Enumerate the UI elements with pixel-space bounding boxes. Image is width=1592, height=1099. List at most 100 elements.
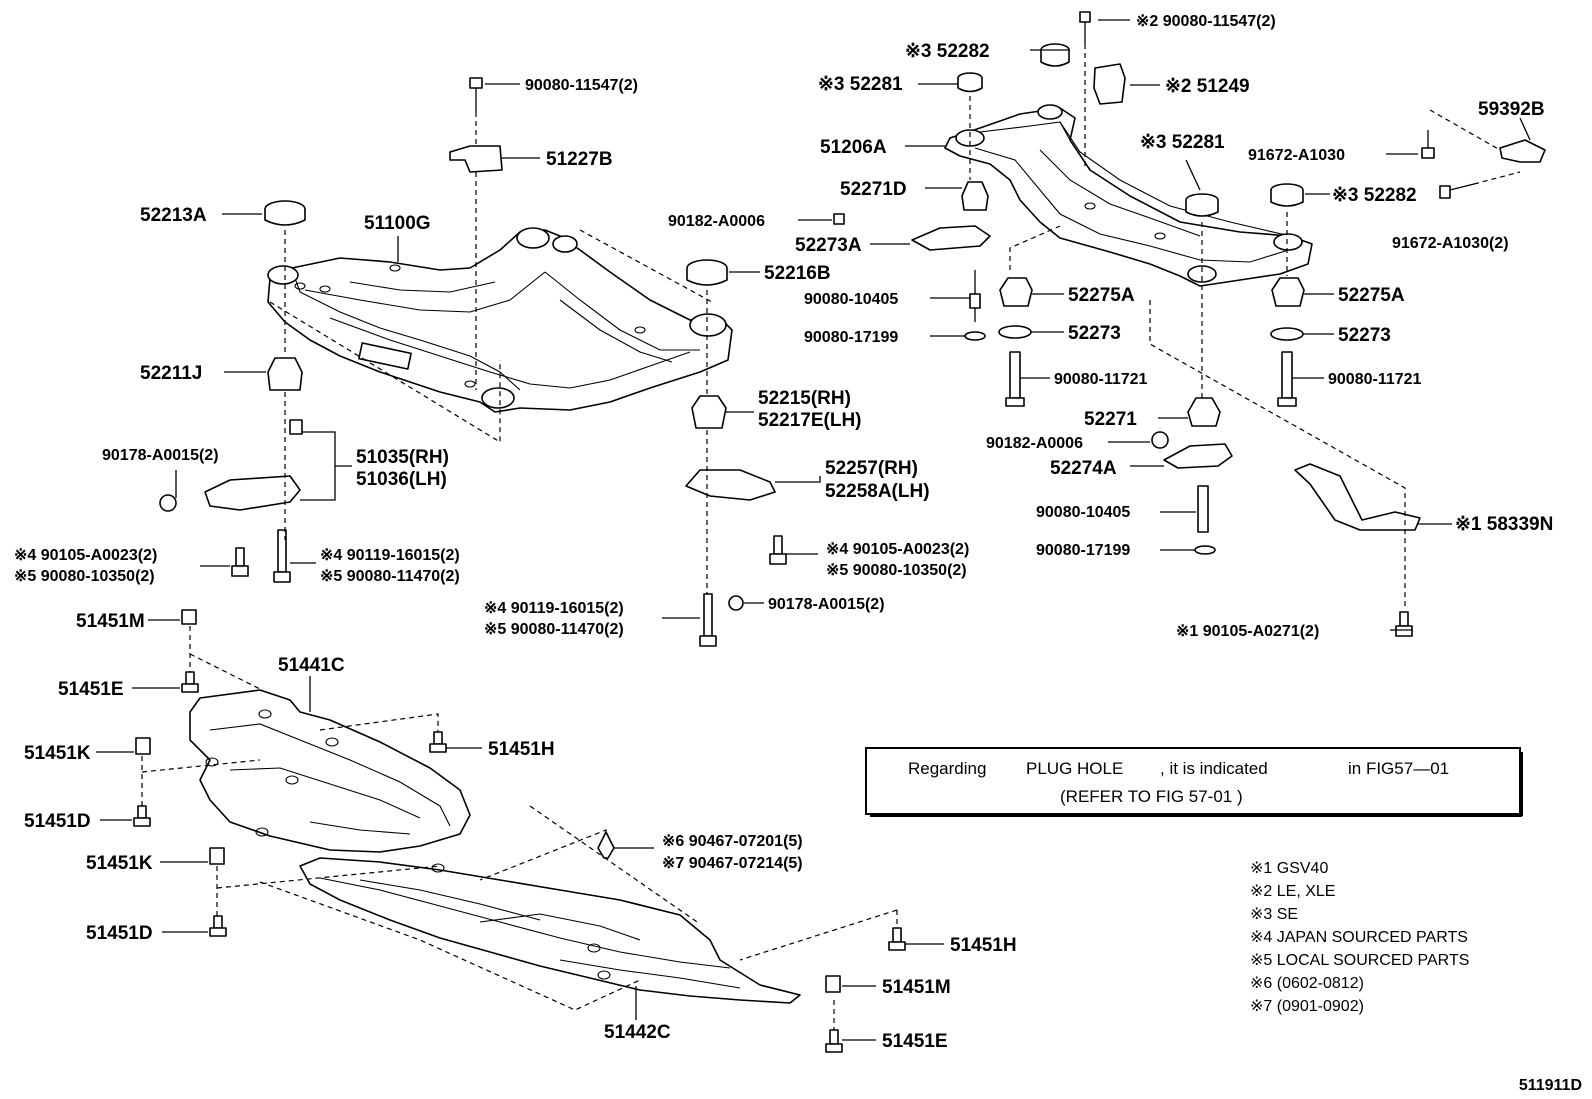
label-90080-11470-b: ※5 90080-11470(2) (484, 621, 624, 638)
label-51441C: 51441C (278, 655, 345, 676)
bolt-icon (888, 927, 906, 951)
crossmember-front-drawing (267, 227, 733, 413)
bolt-icon (429, 731, 447, 753)
label-90080-17199-a: 90080-17199 (804, 329, 898, 346)
label-90080-11470-a: ※5 90080-11470(2) (320, 568, 460, 585)
bolt-icon (1277, 351, 1297, 407)
footnote-4: ※4 JAPAN SOURCED PARTS (1250, 929, 1468, 946)
bolt-icon (469, 77, 483, 112)
label-51451H-a: 51451H (488, 739, 555, 760)
note-line1-regarding: Regarding (908, 759, 986, 778)
bolt-icon (135, 737, 151, 755)
bolt-icon (181, 671, 199, 693)
label-90080-10350-b: ※5 90080-10350(2) (826, 562, 967, 579)
label-51451K-b: 51451K (86, 853, 153, 874)
bolt-icon (1439, 183, 1475, 199)
label-90080-10405-a: 90080-10405 (804, 291, 898, 308)
label-51451H-b: 51451H (950, 935, 1017, 956)
bolt-icon (231, 547, 249, 577)
label-91672-A1030-2: 91672-A1030(2) (1392, 235, 1509, 252)
label-51442C: 51442C (604, 1022, 671, 1043)
bolt-icon (133, 805, 151, 827)
bolt-icon (209, 915, 227, 937)
label-51036: 51036(LH) (356, 469, 447, 490)
bolt-icon (825, 1029, 843, 1053)
crossmember-rear-drawing (944, 104, 1313, 287)
label-52274A: 52274A (1050, 458, 1117, 479)
under-cover-upper-drawing (189, 689, 471, 853)
label-91672-A1030: 91672-A1030 (1248, 147, 1345, 164)
label-52217E: 52217E(LH) (758, 410, 862, 431)
assembly-lines (141, 44, 1521, 1030)
label-90080-17199-b: 90080-17199 (1036, 542, 1130, 559)
label-51100G: 51100G (364, 213, 431, 234)
bolt-icon (833, 213, 845, 225)
label-90080-11547-top: ※2 90080-11547(2) (1136, 13, 1276, 30)
label-90467-07214: ※7 90467-07214(5) (662, 855, 803, 872)
footnote-5: ※5 LOCAL SOURCED PARTS (1250, 952, 1469, 969)
label-51249: ※2 51249 (1165, 76, 1250, 97)
label-51451D-a: 51451D (24, 811, 91, 832)
label-51451M-b: 51451M (882, 977, 951, 998)
label-90182-A0006-b: 90182-A0006 (986, 435, 1083, 452)
bolt-icon (181, 609, 197, 625)
label-90467-07201: ※6 90467-07201(5) (662, 833, 803, 850)
label-51035: 51035(RH) (356, 447, 449, 468)
plug-hole-note: Regarding PLUG HOLE , it is indicated in… (865, 747, 1523, 817)
label-52275A-b: 52275A (1338, 285, 1405, 306)
footnote-7: ※7 (0901-0902) (1250, 998, 1364, 1015)
leader-lines (96, 19, 1531, 1041)
note-line1-fig: in FIG57—01 (1348, 759, 1449, 778)
bolt-icon (969, 270, 981, 322)
label-58339N: ※1 58339N (1455, 514, 1553, 535)
label-52282-right: ※3 52282 (1332, 185, 1417, 206)
label-52211J: 52211J (140, 363, 202, 384)
label-90080-11721-a: 90080-11721 (1054, 371, 1148, 388)
label-52281-right: ※3 52281 (1140, 132, 1225, 153)
label-52273-a: 52273 (1068, 323, 1121, 344)
label-51227B: 51227B (546, 149, 613, 170)
bolt-icon (1197, 485, 1209, 533)
label-51451E-a: 51451E (58, 679, 124, 700)
label-90105-A0271: ※1 90105-A0271(2) (1176, 623, 1319, 640)
label-51451D-b: 51451D (86, 923, 153, 944)
label-90178-A0015-b: 90178-A0015(2) (768, 596, 885, 613)
note-line2: (REFER TO FIG 57-01 ) (1060, 787, 1243, 806)
footnote-1: ※1 GSV40 (1250, 860, 1328, 877)
bolt-icon (1005, 351, 1025, 407)
label-59392B: 59392B (1478, 99, 1545, 120)
label-90178-A0015-a: 90178-A0015(2) (102, 447, 219, 464)
label-90080-10405-b: 90080-10405 (1036, 504, 1130, 521)
fasteners (133, 11, 1475, 1053)
label-51451M-a: 51451M (76, 611, 145, 632)
footnote-2: ※2 LE, XLE (1250, 883, 1335, 900)
label-52258A: 52258A(LH) (825, 481, 930, 502)
figure-id: 511911D (1519, 1077, 1582, 1094)
label-90119-16015-a: ※4 90119-16015(2) (320, 547, 460, 564)
label-52215: 52215(RH) (758, 388, 851, 409)
bolt-icon (209, 847, 225, 865)
note-line1-plug-hole: PLUG HOLE (1026, 759, 1123, 778)
label-90080-10350-a: ※5 90080-10350(2) (14, 568, 155, 585)
bolt-icon (1421, 130, 1435, 159)
bolt-icon (1079, 11, 1091, 44)
label-51451E-b: 51451E (882, 1031, 948, 1052)
label-52273-b: 52273 (1338, 325, 1391, 346)
bolt-icon (273, 529, 291, 583)
label-90105-A0023-b: ※4 90105-A0023(2) (826, 541, 969, 558)
bolt-icon (825, 975, 841, 993)
bolt-icon (1395, 611, 1413, 637)
label-51451K-a: 51451K (24, 743, 91, 764)
label-52273A: 52273A (795, 235, 862, 256)
bolt-icon (289, 419, 303, 435)
label-52271: 52271 (1084, 409, 1137, 430)
note-line1-indicated: , it is indicated (1160, 759, 1268, 778)
bolt-icon (728, 595, 744, 611)
label-52281-top: ※3 52281 (818, 74, 903, 95)
label-90080-11547-mid: 90080-11547(2) (525, 77, 638, 94)
label-52271D: 52271D (840, 179, 907, 200)
label-90105-A0023-a: ※4 90105-A0023(2) (14, 547, 157, 564)
label-52216B: 52216B (764, 263, 831, 284)
bolt-icon (159, 494, 177, 512)
